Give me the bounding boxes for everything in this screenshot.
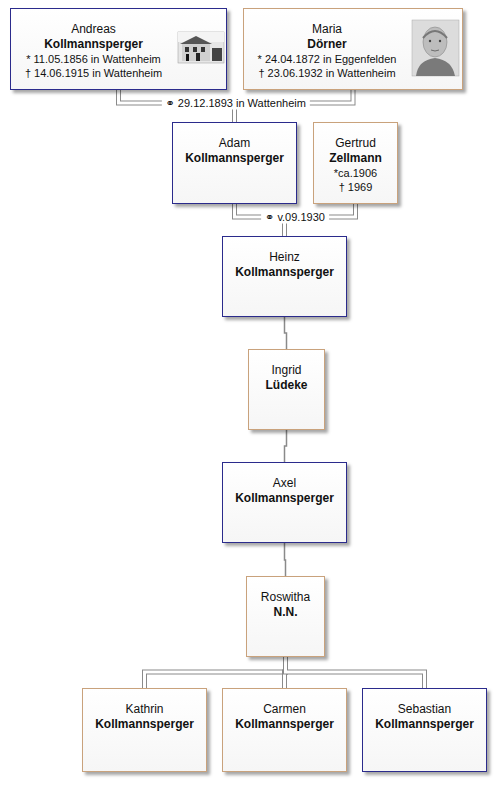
surname: N.N. xyxy=(247,605,324,620)
surname: Kollmannsperger xyxy=(11,37,176,52)
marriage-label: ⚭ v.09.1930 xyxy=(261,211,329,224)
line-single xyxy=(285,430,287,462)
given-name: Carmen xyxy=(223,702,346,717)
line-outer xyxy=(145,657,286,688)
life-date: *ca.1906 xyxy=(314,166,397,180)
surname: Zellmann xyxy=(314,151,397,166)
family-line xyxy=(145,657,286,688)
surname: Dörner xyxy=(244,37,410,52)
given-name: Adam xyxy=(173,136,296,151)
line-inner xyxy=(286,657,425,688)
person-box: CarmenKollmannsperger xyxy=(222,688,347,772)
person-box: AdamKollmannsperger xyxy=(172,122,297,204)
surname: Kollmannsperger xyxy=(83,717,206,732)
family-line xyxy=(285,543,286,576)
person-box: MariaDörner* 24.04.1872 in Eggenfelden† … xyxy=(243,8,463,90)
person-box: GertrudZellmann*ca.1906† 1969 xyxy=(313,122,398,204)
given-name: Ingrid xyxy=(249,363,324,378)
person-box: AxelKollmannsperger xyxy=(222,462,347,543)
given-name: Roswitha xyxy=(247,590,324,605)
family-line xyxy=(285,317,287,349)
life-date: * 11.05.1856 in Wattenheim xyxy=(11,52,176,66)
given-name: Heinz xyxy=(223,250,346,265)
family-line xyxy=(285,430,287,462)
marriage-label: ⚭ 29.12.1893 in Wattenheim xyxy=(162,97,310,110)
line-single xyxy=(285,543,286,576)
line-single xyxy=(285,317,287,349)
person-box: RoswithaN.N. xyxy=(246,576,325,657)
given-name: Maria xyxy=(244,22,410,37)
person-box: KathrinKollmannsperger xyxy=(82,688,207,772)
life-date: † 1969 xyxy=(314,180,397,194)
family-line xyxy=(286,657,425,688)
life-date: † 14.06.1915 in Wattenheim xyxy=(11,66,176,80)
surname: Kollmannsperger xyxy=(223,265,346,280)
person-box: SebastianKollmannsperger xyxy=(362,688,487,772)
line-outer xyxy=(286,657,425,688)
given-name: Gertrud xyxy=(314,136,397,151)
surname: Kollmannsperger xyxy=(223,717,346,732)
person-box: IngridLüdeke xyxy=(248,349,325,430)
surname: Lüdeke xyxy=(249,378,324,393)
given-name: Andreas xyxy=(11,22,176,37)
surname: Kollmannsperger xyxy=(363,717,486,732)
surname: Kollmannsperger xyxy=(173,151,296,166)
given-name: Axel xyxy=(223,476,346,491)
line-inner xyxy=(145,657,286,688)
given-name: Sebastian xyxy=(363,702,486,717)
person-box: HeinzKollmannsperger xyxy=(222,236,347,317)
given-name: Kathrin xyxy=(83,702,206,717)
person-box: AndreasKollmannsperger* 11.05.1856 in Wa… xyxy=(10,8,227,90)
life-date: * 24.04.1872 in Eggenfelden xyxy=(244,52,410,66)
life-date: † 23.06.1932 in Wattenheim xyxy=(244,66,410,80)
surname: Kollmannsperger xyxy=(223,491,346,506)
